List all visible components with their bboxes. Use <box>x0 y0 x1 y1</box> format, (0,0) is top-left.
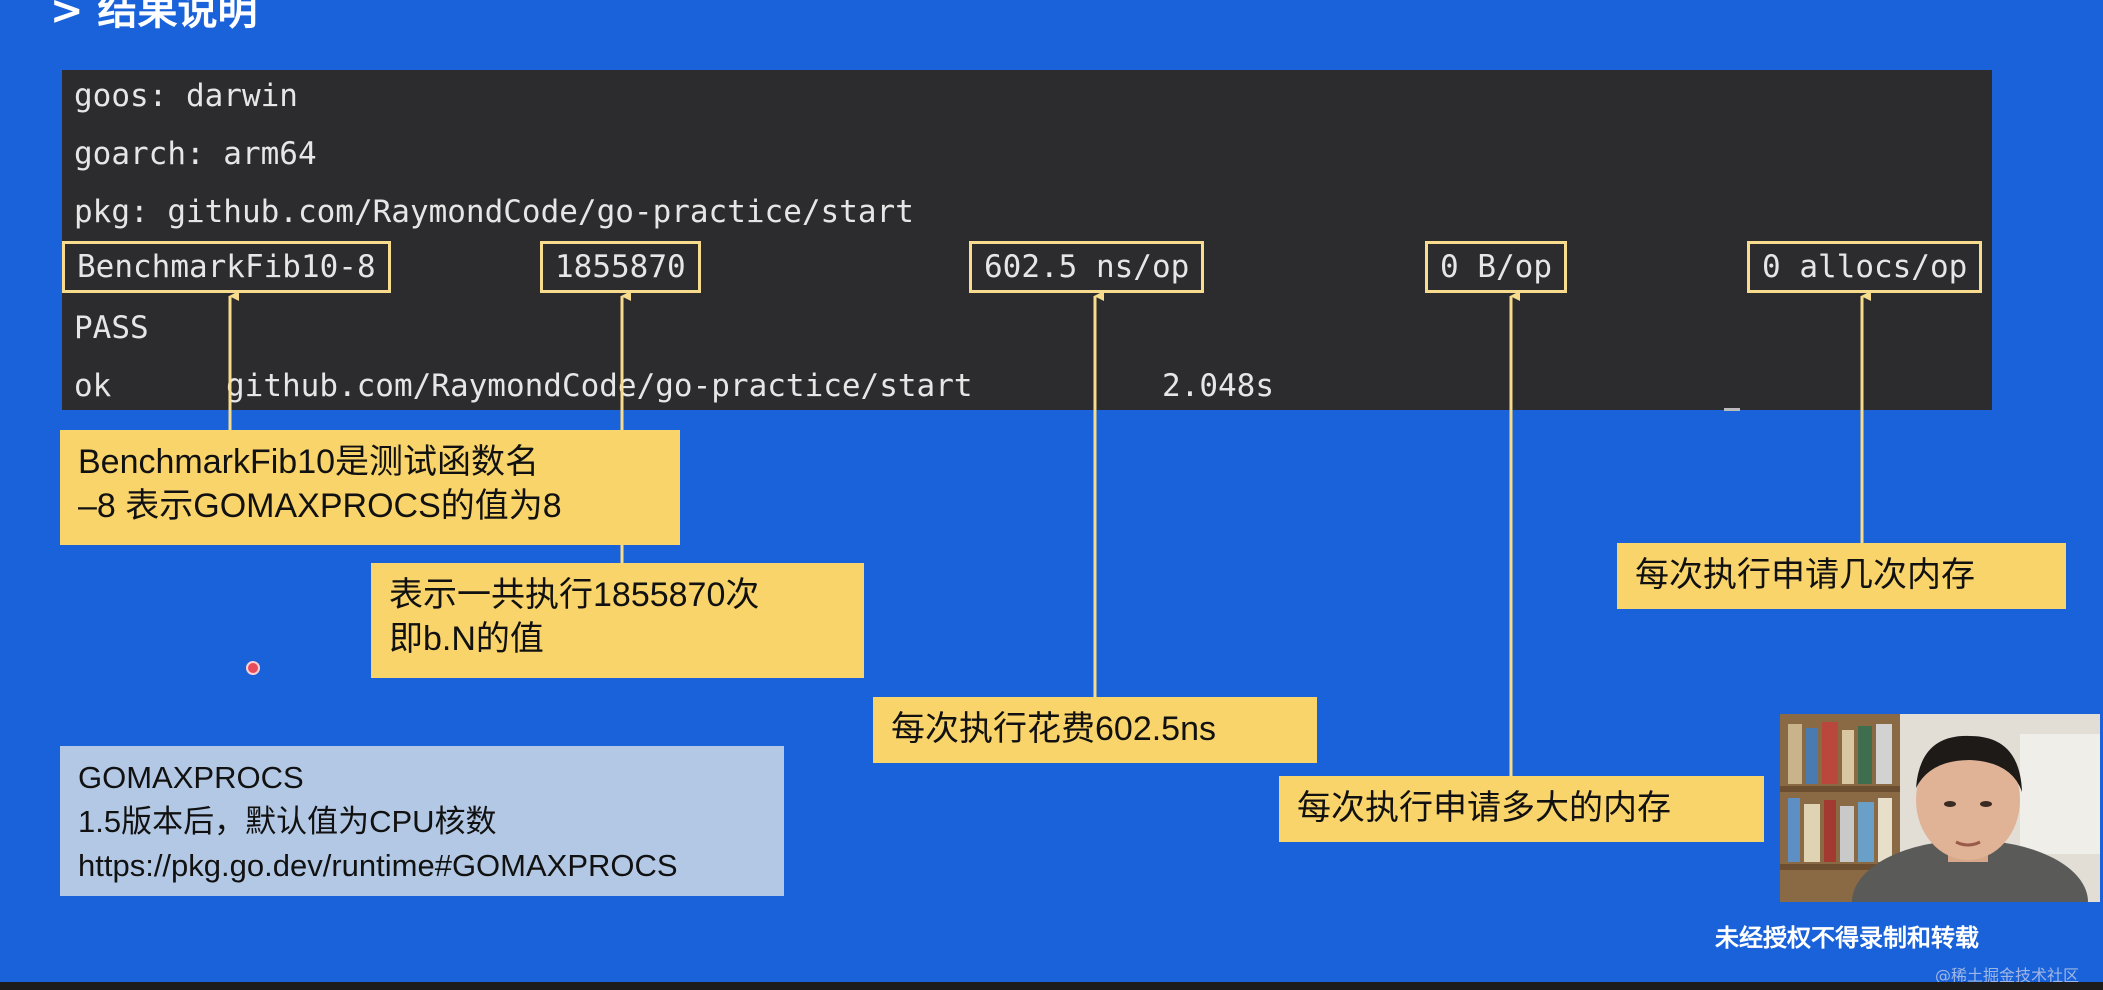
note-time-per-op-text: 每次执行花费602.5ns <box>891 710 1216 748</box>
presenter-video-image <box>1780 714 2100 902</box>
note-iterations-line1: 表示一共执行1855870次 <box>389 576 760 614</box>
note-benchmark-name-line1: BenchmarkFib10是测试函数名 <box>78 443 540 481</box>
note-benchmark-name-line2: –8 表示GOMAXPROCS的值为8 <box>78 487 562 525</box>
metric-bytes-per-op: 0 B/op <box>1425 241 1567 293</box>
terminal-output: goos: darwin goarch: arm64 pkg: github.c… <box>62 70 1992 411</box>
metric-ns-per-op: 602.5 ns/op <box>969 241 1205 293</box>
gomaxprocs-info-box: GOMAXPROCS 1.5版本后，默认值为CPU核数 https://pkg.… <box>60 746 784 896</box>
copyright-watermark: 未经授权不得录制和转载 <box>1715 924 1979 952</box>
note-bytes-per-op-text: 每次执行申请多大的内存 <box>1297 789 1671 827</box>
note-iterations: 表示一共执行1855870次 即b.N的值 <box>371 563 864 678</box>
note-bytes-per-op: 每次执行申请多大的内存 <box>1279 776 1764 842</box>
metric-benchmark-name: BenchmarkFib10-8 <box>62 241 391 293</box>
note-iterations-line2: 即b.N的值 <box>389 620 544 658</box>
info-box-title: GOMAXPROCS <box>78 760 304 795</box>
metric-iterations: 1855870 <box>540 241 701 293</box>
slide-title: > 结果说明 <box>50 0 258 34</box>
terminal-line-goarch: goarch: arm64 <box>74 136 317 172</box>
terminal-cursor <box>1724 408 1740 411</box>
terminal-line-ok-prefix: ok <box>74 368 112 404</box>
info-box-link[interactable]: https://pkg.go.dev/runtime#GOMAXPROCS <box>78 848 678 883</box>
note-allocs-per-op: 每次执行申请几次内存 <box>1617 543 2066 609</box>
laser-pointer-dot <box>246 661 260 675</box>
terminal-line-goos: goos: darwin <box>74 78 298 114</box>
terminal-line-ok-pkg: github.com/RaymondCode/go-practice/start <box>226 368 973 404</box>
terminal-line-ok-time: 2.048s <box>1162 368 1274 404</box>
note-benchmark-name: BenchmarkFib10是测试函数名 –8 表示GOMAXPROCS的值为8 <box>60 430 680 545</box>
terminal-line-pass: PASS <box>74 310 149 346</box>
footer-watermark: @稀土掘金技术社区 <box>1935 966 2080 985</box>
info-box-version-note: 1.5版本后，默认值为CPU核数 <box>78 804 497 839</box>
terminal-line-pkg: pkg: github.com/RaymondCode/go-practice/… <box>74 194 914 230</box>
note-allocs-per-op-text: 每次执行申请几次内存 <box>1635 556 1975 594</box>
bottom-edge-bar <box>0 982 2103 990</box>
webcam-overlay <box>1780 714 2100 902</box>
note-time-per-op: 每次执行花费602.5ns <box>873 697 1317 763</box>
